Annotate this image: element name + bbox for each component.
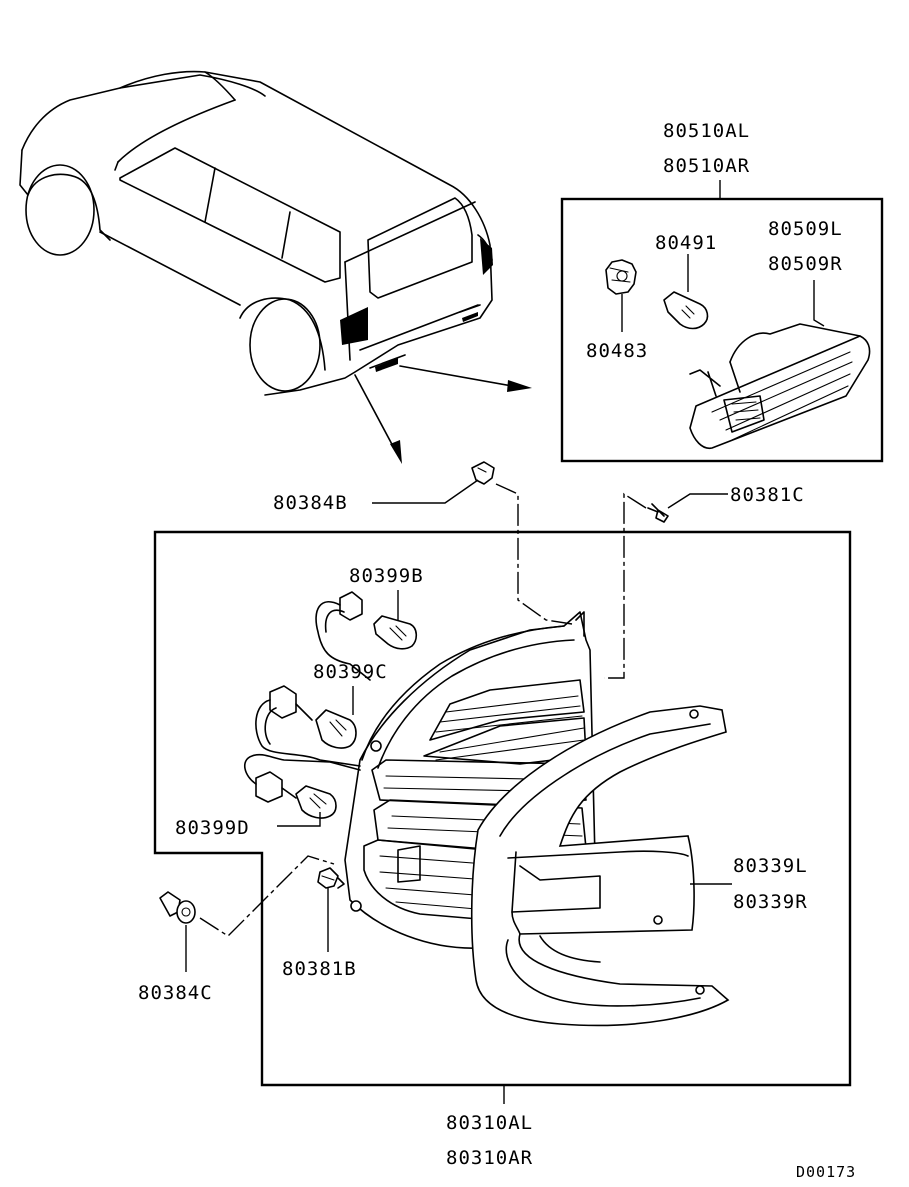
label-80339l: 80339L bbox=[733, 855, 808, 877]
label-80510al: 80510AL bbox=[663, 120, 750, 142]
bulb-80399b bbox=[315, 591, 418, 681]
tail-lamp-assembly: 80384B 80381C 80399B 80399C bbox=[138, 461, 852, 1169]
label-80491: 80491 bbox=[655, 232, 717, 254]
label-80384c: 80384C bbox=[138, 982, 213, 1004]
label-80399b: 80399B bbox=[349, 565, 424, 587]
bulb-80399c bbox=[255, 685, 361, 767]
clip-80384c bbox=[159, 891, 196, 924]
side-marker-lamp bbox=[689, 280, 871, 450]
label-80381c: 80381C bbox=[730, 484, 805, 506]
tail-lamp-housing bbox=[344, 611, 597, 949]
label-80399c: 80399C bbox=[313, 661, 388, 683]
bulb-80399d bbox=[244, 753, 361, 819]
tail-lamp-frame bbox=[153, 530, 852, 1087]
label-80399d: 80399D bbox=[175, 817, 250, 839]
clip-80384b bbox=[471, 461, 495, 485]
side-marker-inset: 80510AL 80510AR 80509L 80509R 80491 8048… bbox=[560, 120, 884, 463]
screw-80381b bbox=[317, 867, 345, 889]
label-80509r: 80509R bbox=[768, 253, 843, 275]
diagram-code: D00173 bbox=[796, 1163, 856, 1181]
vehicle-illustration bbox=[19, 70, 532, 464]
label-80310ar: 80310AR bbox=[446, 1147, 533, 1169]
label-80483: 80483 bbox=[586, 340, 648, 362]
label-80384b: 80384B bbox=[273, 492, 348, 514]
label-80310al: 80310AL bbox=[446, 1112, 533, 1134]
label-80509l: 80509L bbox=[768, 218, 843, 240]
label-80510ar: 80510AR bbox=[663, 155, 750, 177]
label-80381b: 80381B bbox=[282, 958, 357, 980]
marker-bulb-80491 bbox=[663, 254, 709, 330]
lens-cover bbox=[470, 705, 730, 1027]
marker-socket-80483 bbox=[605, 259, 637, 332]
label-80339r: 80339R bbox=[733, 891, 808, 913]
screw-80381c bbox=[647, 503, 669, 523]
side-marker-frame bbox=[560, 197, 884, 463]
